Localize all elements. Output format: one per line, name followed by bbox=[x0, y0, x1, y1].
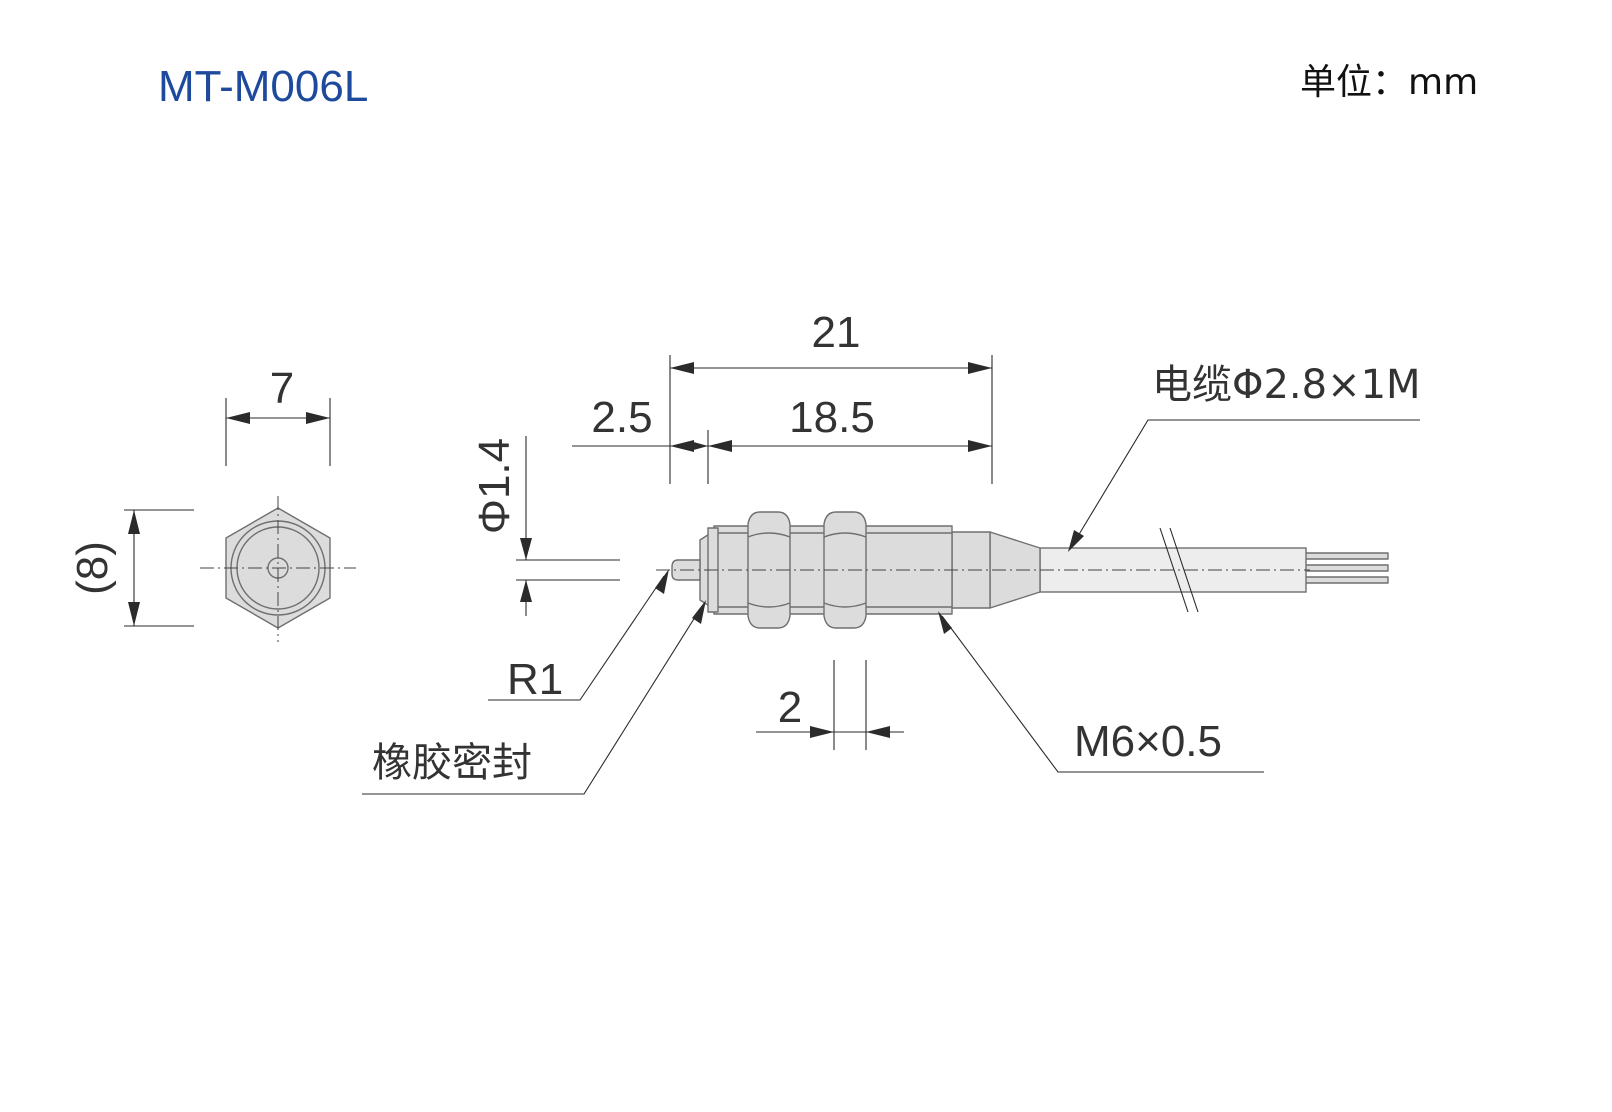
nut-arrow-left bbox=[810, 726, 834, 738]
end-view: 7 (8) bbox=[68, 364, 356, 642]
end-view-height-label: (8) bbox=[68, 541, 117, 595]
width-arrow-right bbox=[306, 412, 330, 424]
tip-arrow-left bbox=[670, 440, 694, 452]
width-arrow-left bbox=[226, 412, 250, 424]
cable-break-mark-2 bbox=[1169, 527, 1199, 613]
tip-diameter-label: Φ1.4 bbox=[470, 438, 519, 534]
nut-arrow-right bbox=[866, 726, 890, 738]
diameter-arrow-bottom bbox=[520, 580, 532, 602]
height-arrow-bottom bbox=[128, 602, 140, 626]
body-length-label: 18.5 bbox=[789, 393, 875, 442]
unit-label: 单位：mm bbox=[1300, 62, 1478, 103]
overall-arrow-right bbox=[968, 362, 992, 374]
seal-leader bbox=[362, 605, 703, 795]
cable-leader bbox=[1071, 419, 1420, 547]
nut-thickness-label: 2 bbox=[778, 683, 802, 732]
radius-leader-arrow bbox=[655, 569, 669, 594]
hex-nut-2 bbox=[823, 511, 867, 629]
cable-conductors bbox=[1299, 552, 1389, 584]
thread-callout-label: M6×0.5 bbox=[1074, 717, 1222, 766]
end-view-width-label: 7 bbox=[270, 364, 294, 413]
cable-callout-label: 电缆Φ2.8×1M bbox=[1152, 362, 1421, 408]
diameter-arrow-top bbox=[520, 538, 532, 560]
thread-leader bbox=[941, 615, 1264, 773]
cable-leader-arrow bbox=[1068, 530, 1084, 552]
body-arrow-left bbox=[708, 440, 732, 452]
overall-length-label: 21 bbox=[812, 308, 861, 357]
body-arrow-right bbox=[968, 440, 992, 452]
thread-leader-arrow bbox=[938, 611, 952, 634]
radius-leader bbox=[488, 575, 665, 701]
height-arrow-top bbox=[128, 510, 140, 534]
hex-nut-1 bbox=[747, 511, 791, 629]
cable-break-mark-1 bbox=[1159, 527, 1189, 613]
radius-callout-label: R1 bbox=[507, 655, 563, 704]
overall-arrow-left bbox=[670, 362, 694, 374]
seal-callout-label: 橡胶密封 bbox=[372, 740, 532, 786]
tip-length-label: 2.5 bbox=[591, 393, 652, 442]
seal-leader-arrow bbox=[692, 600, 706, 624]
model-title: MT-M006L bbox=[158, 62, 368, 111]
tip-arrow-right bbox=[690, 441, 708, 451]
side-view: 21 2.5 18.5 Φ1.4 2 R1 橡胶密封 bbox=[362, 308, 1421, 795]
